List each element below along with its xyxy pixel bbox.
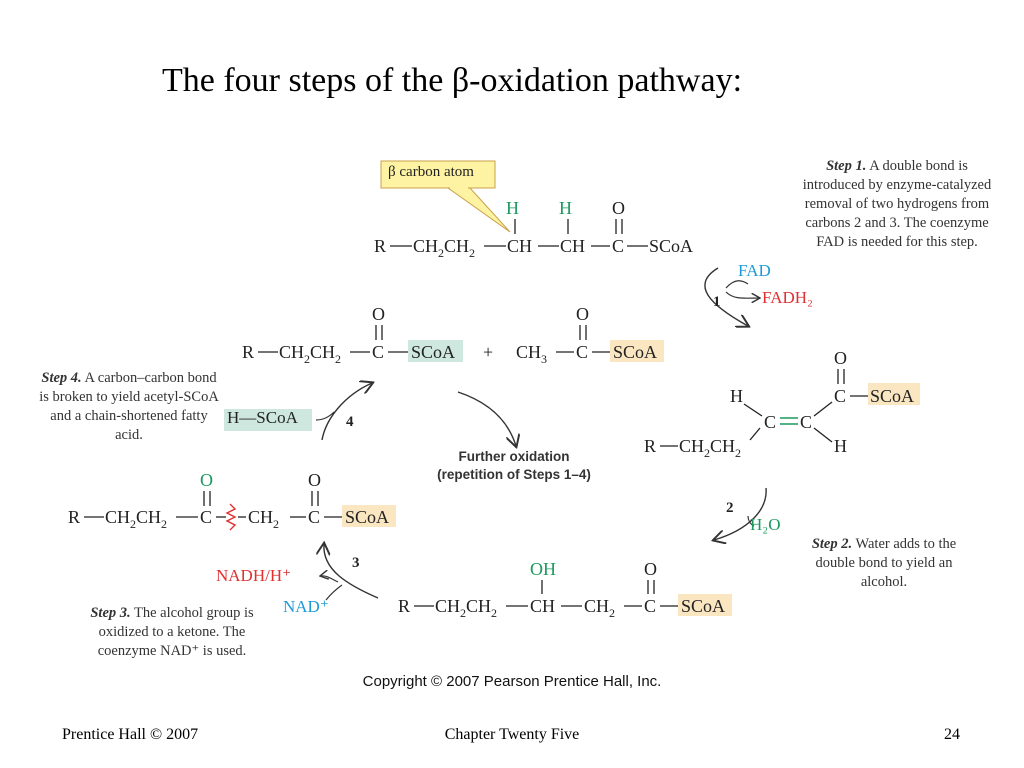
- svg-text:CH2CH2: CH2CH2: [413, 236, 475, 260]
- nadh-label: NADH/H⁺: [216, 566, 292, 585]
- svg-text:O: O: [834, 348, 847, 368]
- hscoa-label: H—SCoA: [227, 408, 298, 427]
- svg-text:R: R: [398, 596, 410, 616]
- svg-text:H: H: [730, 386, 743, 406]
- molecule-enoyl-scoa: O C SCoA H C C H R CH2CH2: [644, 348, 920, 460]
- svg-text:CH2: CH2: [248, 507, 279, 531]
- svg-text:R: R: [242, 342, 254, 362]
- nad-label: NAD⁺: [283, 597, 329, 616]
- svg-text:SCoA: SCoA: [649, 236, 693, 256]
- step-3-number: 3: [352, 555, 360, 571]
- svg-text:R: R: [68, 507, 80, 527]
- step-1-number: 1: [713, 294, 721, 310]
- svg-text:+: +: [483, 342, 493, 362]
- svg-text:CH2CH2: CH2CH2: [435, 596, 497, 620]
- svg-text:C: C: [800, 412, 812, 432]
- svg-text:SCoA: SCoA: [681, 596, 725, 616]
- molecule-ketoacyl-scoa: R CH2CH2 C CH2 C SCoA O O: [68, 470, 396, 531]
- svg-text:H: H: [506, 198, 519, 218]
- step-1-arrow: [704, 267, 760, 326]
- svg-text:CH2CH2: CH2CH2: [105, 507, 167, 531]
- molecule-fatty-acyl-scoa: R CH2CH2 CH CH C SCoA H H O: [374, 198, 693, 260]
- step-2-description: Step 2. Water adds to the double bond to…: [811, 536, 957, 590]
- step-1-description: Step 1. A double bond is introduced by e…: [802, 158, 992, 250]
- svg-text:C: C: [576, 342, 588, 362]
- svg-text:O: O: [308, 470, 321, 490]
- svg-text:SCoA: SCoA: [870, 386, 914, 406]
- svg-text:R: R: [374, 236, 386, 256]
- beta-carbon-callout: [380, 160, 511, 233]
- svg-text:CH: CH: [530, 596, 555, 616]
- svg-text:CH2CH2: CH2CH2: [279, 342, 341, 366]
- step-4-arrow: [315, 383, 372, 441]
- svg-text:CH: CH: [507, 236, 532, 256]
- step-3-description: Step 3. The alcohol group is oxidized to…: [90, 605, 254, 659]
- slide-title: The four steps of the β-oxidation pathwa…: [161, 62, 743, 99]
- step-4-number: 4: [346, 414, 354, 430]
- svg-text:C: C: [308, 507, 320, 527]
- svg-text:SCoA: SCoA: [411, 342, 455, 362]
- svg-text:CH2CH2: CH2CH2: [679, 436, 741, 460]
- step-2-number: 2: [726, 500, 734, 516]
- molecule-hydroxyacyl-scoa: R CH2CH2 CH CH2 C SCoA OH O: [398, 559, 732, 620]
- hscoa-highlight: [224, 409, 312, 431]
- footer-left: Prentice Hall © 2007: [62, 726, 199, 743]
- beta-carbon-callout-label: β carbon atom: [388, 164, 474, 180]
- molecule-products: R CH2CH2 C SCoA O + CH3 C SCoA O: [242, 304, 664, 366]
- svg-text:C: C: [834, 386, 846, 406]
- step-3-arrow: [320, 544, 379, 601]
- svg-text:O: O: [612, 198, 625, 218]
- fad-label: FAD: [738, 261, 771, 280]
- h2o-label: H₂O: [750, 515, 781, 534]
- svg-text:C: C: [612, 236, 624, 256]
- fadh2-label: FADH₂: [762, 288, 813, 307]
- svg-text:CH2: CH2: [584, 596, 615, 620]
- svg-text:C: C: [200, 507, 212, 527]
- svg-text:C: C: [764, 412, 776, 432]
- further-oxidation-label: Further oxidation (repetition of Steps 1…: [437, 449, 591, 482]
- svg-text:O: O: [576, 304, 589, 324]
- svg-text:H: H: [559, 198, 572, 218]
- svg-text:R: R: [644, 436, 656, 456]
- footer-page-number: 24: [944, 726, 960, 743]
- svg-text:O: O: [644, 559, 657, 579]
- svg-text:CH3: CH3: [516, 342, 547, 366]
- svg-text:O: O: [200, 470, 213, 490]
- svg-text:C: C: [644, 596, 656, 616]
- further-oxidation-arrow: [457, 391, 516, 446]
- svg-text:CH: CH: [560, 236, 585, 256]
- svg-text:SCoA: SCoA: [613, 342, 657, 362]
- step-2-arrow: [714, 487, 767, 540]
- svg-text:OH: OH: [530, 559, 556, 579]
- svg-text:C: C: [372, 342, 384, 362]
- svg-text:H: H: [834, 436, 847, 456]
- step-4-description: Step 4. A carbon–carbon bond is broken t…: [39, 370, 219, 443]
- svg-text:SCoA: SCoA: [345, 507, 389, 527]
- svg-text:O: O: [372, 304, 385, 324]
- copyright-notice: Copyright © 2007 Pearson Prentice Hall, …: [362, 673, 662, 690]
- footer-center: Chapter Twenty Five: [444, 726, 580, 743]
